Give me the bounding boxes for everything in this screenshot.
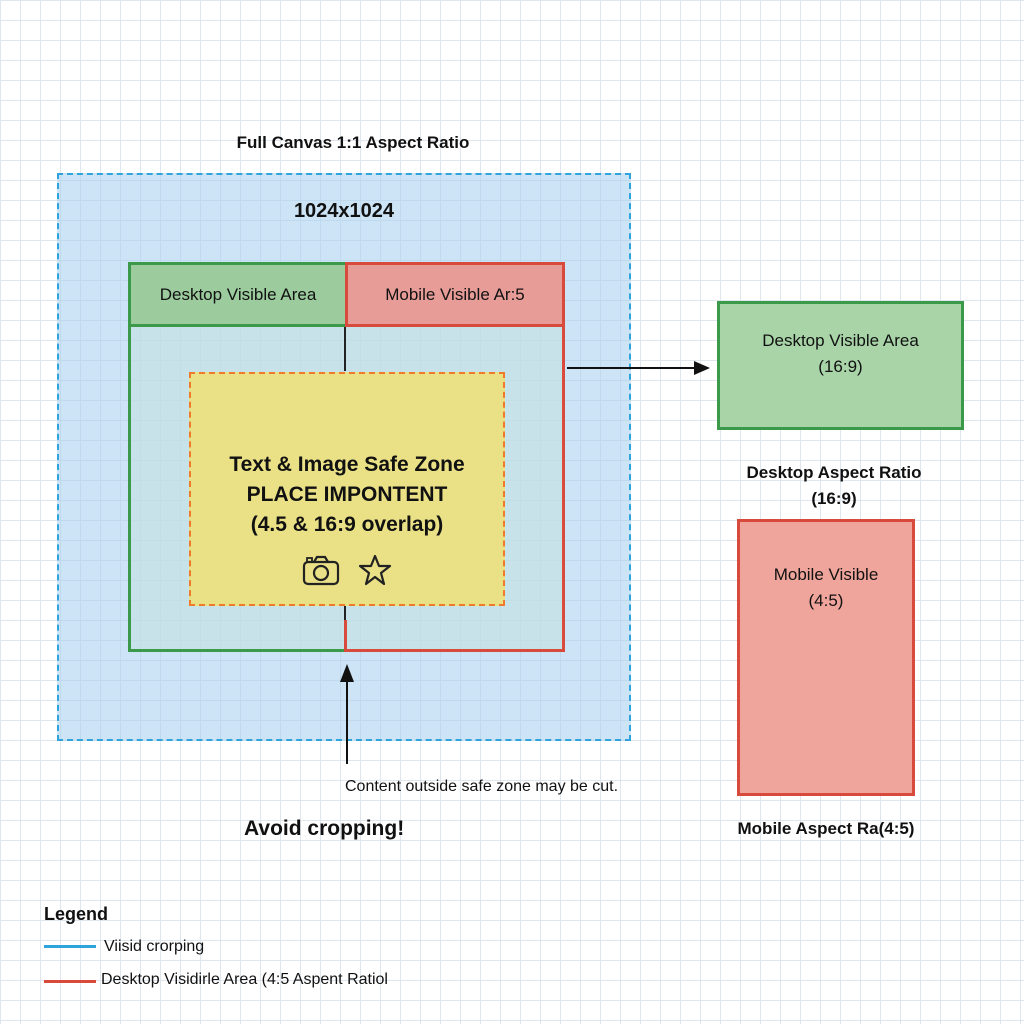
center-divider-bottom-red: [344, 620, 347, 652]
center-divider-bottom: [344, 606, 346, 622]
desktop-ratio-box: Desktop Visible Area (16:9): [717, 301, 964, 430]
star-icon: [358, 554, 392, 586]
desktop-visible-label: Desktop Visible Area: [159, 284, 317, 304]
center-divider-top: [344, 327, 346, 371]
warning-text: Avoid cropping!: [244, 817, 405, 840]
desktop-caption-title: Desktop Aspect Ratio: [746, 463, 922, 482]
desktop-visible-header: Desktop Visible Area: [131, 265, 345, 327]
safe-zone-overlap-note: (4.5 & 16:9 overlap): [250, 513, 444, 536]
right-arrow: [567, 361, 710, 375]
desktop-visible-frame: [128, 262, 346, 652]
desktop-box-ratio: (16:9): [818, 357, 863, 376]
mobile-caption: Mobile Aspect Ra(4:5): [737, 819, 915, 838]
canvas-size-label: 1024x1024: [293, 200, 395, 222]
canvas-heading: Full Canvas 1:1 Aspect Ratio: [236, 133, 470, 152]
desktop-caption: Desktop Aspect Ratio (16:9): [716, 460, 952, 512]
camera-icon: [302, 555, 340, 586]
safe-zone-title: Text & Image Safe Zone: [229, 453, 465, 476]
cut-note: Content outside safe zone may be cut.: [345, 778, 619, 795]
safe-zone-instruction: PLACE IMPONTENT: [246, 483, 448, 506]
mobile-visible-label: Mobile Visible Ar:5: [385, 284, 525, 304]
legend-swatch-red: [44, 980, 96, 983]
up-arrow: [340, 664, 354, 764]
mobile-box-ratio: (4:5): [808, 591, 844, 610]
mobile-visible-header: Mobile Visible Ar:5: [345, 262, 565, 327]
legend-title: Legend: [44, 904, 109, 924]
legend-item-1: Viisid crorping: [104, 938, 205, 955]
legend-item-2: Desktop Visidirle Area (4:5 Aspent Ratio…: [101, 971, 388, 988]
mobile-ratio-box: Mobile Visible (4:5): [737, 519, 915, 796]
safe-zone: Text & Image Safe Zone PLACE IMPONTENT (…: [189, 372, 505, 606]
desktop-caption-ratio: (16:9): [811, 489, 857, 508]
mobile-box-title: Mobile Visible: [773, 565, 879, 584]
legend-swatch-blue: [44, 945, 96, 948]
desktop-box-title: Desktop Visible Area: [762, 331, 919, 350]
